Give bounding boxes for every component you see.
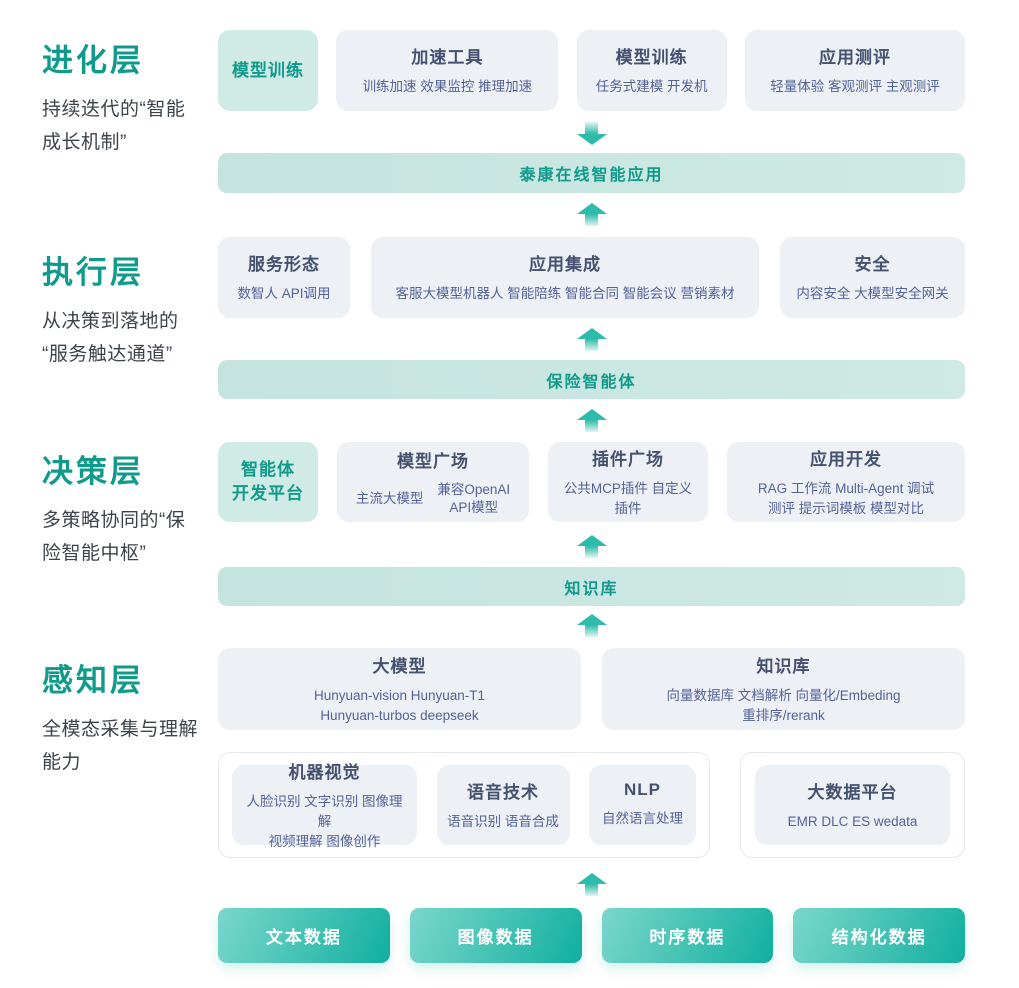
card-app-integration: 应用集成 客服大模型机器人 智能陪练 智能合同 智能会议 营销素材: [371, 237, 759, 318]
banner-taikang-online-apps: 泰康在线智能应用: [218, 153, 965, 193]
card-model-training-platform: 模型训练: [218, 30, 318, 111]
layer-label-perception: 感知层 全模态采集与理解能力: [0, 606, 218, 963]
card-large-models: 大模型 Hunyuan-vision Hunyuan-T1 Hunyuan-tu…: [218, 648, 581, 730]
arrow-up-icon: [576, 203, 608, 226]
card-machine-vision: 机器视觉 人脸识别 文字识别 图像理解 视频理解 图像创作: [232, 763, 417, 849]
decision-card-row: 智能体 开发平台 模型广场 主流大模型 兼容OpenAI API模型 插件广场: [218, 442, 965, 522]
arrow-up-icon: [576, 535, 608, 558]
arrow-up-icon: [576, 328, 608, 351]
layer-band-evolution: 进化层 持续迭代的“智能成长机制” 模型训练 加速工具 训练加速 效果监控 推理…: [0, 30, 1019, 193]
arrow-up-icon: [576, 873, 608, 896]
arrow-down-icon: [576, 122, 608, 145]
data-source-row: 文本数据 图像数据 时序数据 结构化数据: [218, 908, 965, 963]
banner-knowledge-base: 知识库: [218, 567, 965, 606]
layer-title: 执行层: [42, 255, 144, 290]
btn-structured-data: 结构化数据: [793, 908, 965, 963]
layer-title: 决策层: [42, 454, 144, 489]
layer-subtitle: 从决策到落地的“服务触达通道”: [42, 311, 179, 365]
card-model-training: 模型训练 任务式建模 开发机: [576, 30, 727, 111]
btn-text-data: 文本数据: [218, 908, 390, 963]
card-model-plaza: 模型广场 主流大模型 兼容OpenAI API模型: [337, 442, 529, 522]
perception-bottom-row: 机器视觉 人脸识别 文字识别 图像理解 视频理解 图像创作 语音技术 语音识别 …: [218, 752, 965, 858]
layer-band-perception: 感知层 全模态采集与理解能力 大模型 Hunyuan-vision Hunyua…: [0, 606, 1019, 963]
card-security: 安全 内容安全 大模型安全网关: [780, 237, 965, 318]
card-nlp: NLP 自然语言处理: [589, 765, 696, 845]
btn-image-data: 图像数据: [409, 908, 582, 963]
card-app-evaluation: 应用测评 轻量体验 客观测评 主观测评: [744, 30, 965, 111]
card-speech-tech: 语音技术 语音识别 语音合成: [436, 765, 570, 845]
banner-insurance-agent: 保险智能体: [218, 360, 965, 399]
perception-top-row: 大模型 Hunyuan-vision Hunyuan-T1 Hunyuan-tu…: [218, 648, 965, 730]
layer-label-execution: 执行层 从决策到落地的“服务触达通道”: [0, 193, 218, 399]
layer-band-decision: 决策层 多策略协同的“保险智能中枢” 智能体 开发平台 模型广场 主流大模型 兼…: [0, 399, 1019, 606]
card-knowledge-base: 知识库 向量数据库 文档解析 向量化/Embeding 重排序/rerank: [602, 648, 965, 730]
layer-subtitle: 多策略协同的“保险智能中枢”: [42, 510, 186, 564]
card-app-development: 应用开发 RAG 工作流 Multi-Agent 调试 测评 提示词模板 模型对…: [727, 442, 965, 522]
layer-title: 进化层: [42, 43, 144, 78]
layer-band-execution: 执行层 从决策到落地的“服务触达通道” 服务形态 数智人 API调用 应用集成 …: [0, 193, 1019, 399]
big-data-group: 大数据平台 EMR DLC ES wedata: [740, 752, 965, 858]
btn-time-series-data: 时序数据: [601, 908, 774, 963]
layer-subtitle: 全模态采集与理解能力: [42, 719, 199, 773]
arrow-up-icon: [576, 409, 608, 432]
ai-capability-group: 机器视觉 人脸识别 文字识别 图像理解 视频理解 图像创作 语音技术 语音识别 …: [218, 752, 710, 858]
card-big-data-platform: 大数据平台 EMR DLC ES wedata: [755, 765, 950, 845]
arrow-up-icon: [576, 614, 608, 637]
execution-card-row: 服务形态 数智人 API调用 应用集成 客服大模型机器人 智能陪练 智能合同 智…: [218, 237, 965, 318]
layer-label-decision: 决策层 多策略协同的“保险智能中枢”: [0, 399, 218, 606]
evolution-card-row: 模型训练 加速工具 训练加速 效果监控 推理加速 模型训练 任务式建模 开发机 …: [218, 30, 965, 111]
card-plugin-plaza: 插件广场 公共MCP插件 自定义插件: [548, 442, 708, 522]
layer-title: 感知层: [42, 663, 144, 698]
layer-label-evolution: 进化层 持续迭代的“智能成长机制”: [0, 30, 218, 193]
layer-subtitle: 持续迭代的“智能成长机制”: [42, 99, 186, 153]
card-agent-dev-platform: 智能体 开发平台: [218, 442, 318, 522]
card-service-forms: 服务形态 数智人 API调用: [218, 237, 350, 318]
card-acceleration-tools: 加速工具 训练加速 效果监控 推理加速: [336, 30, 559, 111]
